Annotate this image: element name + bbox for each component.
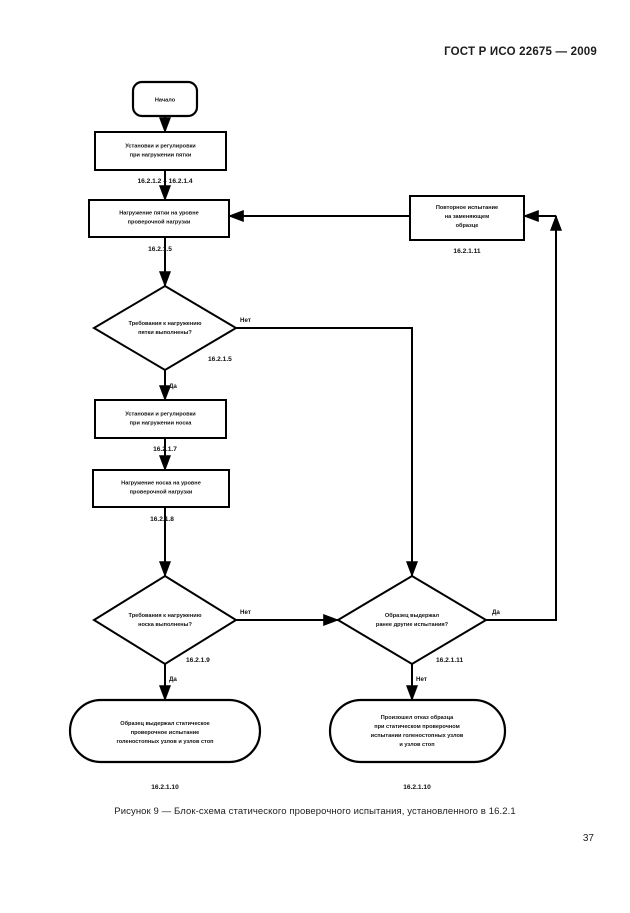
node-pass[interactable]: Образец выдержал статическое проверочное… [68, 698, 262, 764]
load-toe-ref: 16.2.1.8 [150, 516, 174, 523]
fail-line-3: испытании голеностопных узлов [371, 733, 464, 739]
setup-heel-line-1: Установки и регулировки [125, 144, 196, 150]
edge-decision-prior-yes-up [486, 214, 562, 621]
decision-toe-no-label: Нет [240, 609, 251, 616]
load-heel-line-1: Нагружение пятки на уровне [119, 211, 199, 217]
decision-prior-line-1: Образец выдержал [385, 612, 440, 619]
node-fail[interactable]: Произошел отказ образца при статическом … [328, 698, 507, 764]
flow-edges [159, 116, 562, 702]
fail-line-4: и узлов стоп [399, 742, 434, 748]
load-heel-shape [88, 199, 230, 238]
fail-line-2: при статическом проверочном [374, 724, 460, 730]
decision-prior-line-2: ранее другие испытания? [376, 622, 449, 628]
setup-heel-ref: 16.2.1.2 – 16.2.1.4 [138, 178, 193, 185]
retest-ref: 16.2.1.11 [453, 248, 480, 255]
figure-caption-text: Рисунок 9 — Блок-схема статического пров… [114, 806, 516, 817]
retest-line-3: образце [456, 222, 479, 229]
node-setup-toe[interactable]: Установки и регулировки при нагружении н… [94, 399, 227, 439]
node-setup-heel[interactable]: Установки и регулировки при нагружении п… [94, 131, 227, 171]
decision-heel-shape [92, 284, 238, 372]
page-number: 37 [582, 833, 594, 844]
node-decision-prior[interactable]: Образец выдержал ранее другие испытания? [336, 574, 488, 666]
node-load-toe[interactable]: Нагружение носка на уровне проверочной н… [92, 469, 230, 508]
load-toe-line-2: проверочной нагрузки [130, 489, 193, 496]
flowchart-figure: Начало Установки и регулировки при нагру… [68, 80, 562, 791]
load-toe-shape [92, 469, 230, 508]
decision-heel-line-1: Требования к нагружению [129, 320, 202, 327]
retest-shape [409, 195, 525, 241]
retest-line-2: на заменяющем [445, 214, 489, 220]
start-shape [131, 80, 199, 118]
decision-heel-yes-label: Да [169, 383, 177, 390]
setup-toe-ref: 16.2.1.7 [153, 446, 177, 453]
retest-line-1: Повторное испытание [436, 205, 498, 211]
fail-line-1: Произошел отказ образца [381, 714, 454, 721]
decision-heel-no-label: Нет [240, 317, 251, 324]
pass-line-1: Образец выдержал статическое [120, 720, 209, 727]
decision-toe-shape [92, 574, 238, 666]
pass-line-3: голеностопных узлов и узлов стоп [116, 739, 213, 745]
setup-heel-shape [94, 131, 227, 171]
setup-toe-shape [94, 399, 227, 439]
node-decision-toe[interactable]: Требования к нагружению носка выполнены? [92, 574, 238, 666]
fail-ref: 16.2.1.10 [403, 784, 431, 791]
setup-toe-line-2: при нагружении носка [130, 421, 193, 427]
pass-shape [68, 698, 262, 764]
standard-header: ГОСТ Р ИСО 22675 — 2009 [444, 46, 597, 58]
start-label: Начало [155, 98, 176, 104]
edge-decision-heel-no-to-decision-prior [236, 327, 418, 578]
decision-heel-ref: 16.2.1.5 [208, 356, 232, 363]
decision-prior-ref: 16.2.1.11 [436, 657, 463, 664]
load-heel-line-2: проверочной нагрузки [128, 219, 191, 226]
decision-prior-yes-label: Да [492, 609, 500, 616]
figure-caption: Рисунок 9 — Блок-схема статического пров… [0, 806, 630, 817]
decision-prior-shape [336, 574, 488, 666]
setup-toe-line-1: Установки и регулировки [125, 412, 196, 418]
pass-line-2: проверочное испытание [131, 730, 200, 736]
pass-ref: 16.2.1.10 [151, 784, 179, 791]
decision-toe-line-2: носка выполнены? [138, 622, 192, 628]
decision-prior-no-label: Нет [416, 676, 427, 683]
decision-toe-ref: 16.2.1.9 [186, 657, 210, 664]
decision-heel-line-2: пятки выполнены? [138, 330, 192, 336]
load-heel-ref: 16.2.1.5 [148, 246, 172, 253]
node-retest[interactable]: Повторное испытание на заменяющем образц… [409, 195, 525, 241]
node-start[interactable]: Начало [131, 80, 199, 118]
decision-toe-line-1: Требования к нагружению [129, 612, 202, 619]
setup-heel-line-2: при нагружении пятки [130, 153, 192, 159]
load-toe-line-1: Нагружение носка на уровне [121, 481, 201, 487]
fail-shape [328, 698, 507, 764]
node-decision-heel[interactable]: Требования к нагружению пятки выполнены? [92, 284, 238, 372]
decision-toe-yes-label: Да [169, 676, 177, 683]
node-load-heel[interactable]: Нагружение пятки на уровне проверочной н… [88, 199, 230, 238]
